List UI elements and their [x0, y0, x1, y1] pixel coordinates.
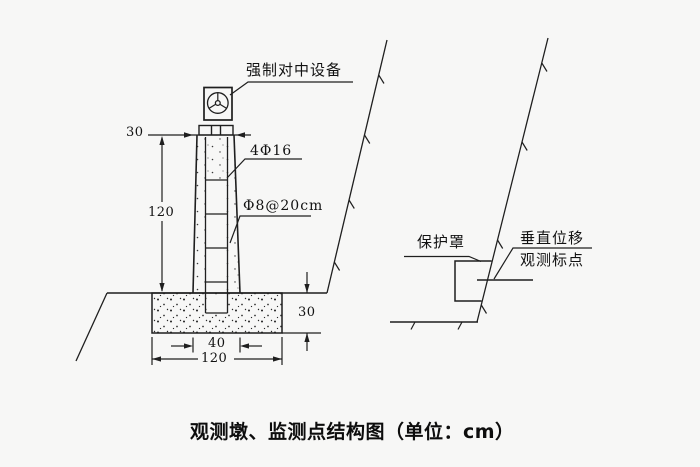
label-rebar-4phi16: 4Φ16 — [250, 143, 293, 159]
arrow-down — [304, 284, 310, 293]
arrow-right — [184, 132, 193, 138]
dim-text-pier-top-width: 30 — [126, 125, 144, 140]
hatch-tick — [333, 261, 341, 271]
protective-cover — [454, 260, 533, 302]
dim-text-pier-width: 40 — [208, 336, 226, 351]
arrow-right — [273, 356, 282, 362]
plate-rect — [198, 124, 234, 136]
hatch-tick — [521, 141, 528, 151]
hatch-tick — [378, 74, 385, 84]
label-forced-centering-device: 强制对中设备 — [246, 61, 343, 79]
tribrach-spoke — [208, 103, 217, 109]
protective-cover-box — [454, 260, 492, 302]
slope-hatch-ticks-right — [480, 62, 548, 314]
rebar-cage — [204, 137, 229, 314]
leader-rebar — [226, 158, 302, 179]
hatch-tick — [363, 134, 371, 144]
arrow-left — [236, 132, 245, 138]
dim-text-foundation-depth: 30 — [298, 305, 316, 320]
hatch-tick — [541, 62, 548, 72]
slope-cut-left — [75, 292, 108, 362]
arrow-down — [159, 283, 165, 292]
hatch-tick — [348, 199, 355, 209]
ground-tick — [457, 321, 463, 330]
hatch-tick — [480, 304, 488, 314]
arrow-left — [240, 343, 249, 349]
leader-lines — [226, 81, 592, 280]
label-vertical-displacement: 垂直位移 — [520, 229, 585, 247]
label-observation-mark: 观测标点 — [520, 251, 585, 269]
slope-line-right — [476, 37, 549, 323]
pier-edge-right — [233, 134, 241, 294]
dimension-arrows — [152, 132, 310, 362]
dim-text-pier-height: 120 — [148, 205, 175, 220]
leader-protective-cover — [404, 255, 482, 263]
label-protective-cover: 保护罩 — [417, 233, 466, 251]
label-stirrup-phi8-20cm: Φ8@20cm — [243, 198, 324, 214]
pier-outline — [192, 134, 241, 294]
arrow-left — [152, 356, 161, 362]
forced-centering-device-icon — [203, 86, 233, 121]
arrow-up — [304, 333, 310, 342]
slope-hatch-ticks-middle — [333, 74, 385, 271]
leader-stirrup — [229, 215, 311, 244]
dim-text-foundation-width: 120 — [201, 351, 228, 366]
tribrach-spoke — [219, 103, 227, 109]
tribrach-circle — [206, 92, 229, 114]
hatch-tick — [496, 239, 504, 249]
ground-tick — [410, 321, 416, 330]
drawing-caption: 观测墩、监测点结构图（单位：cm） — [190, 421, 515, 443]
arrow-right — [184, 343, 193, 349]
pier-edge-left — [192, 134, 198, 294]
ground-and-slopes — [75, 37, 549, 362]
arrow-up — [159, 136, 165, 145]
pier-cage-clear — [206, 183, 227, 292]
leader-observation-mark — [493, 247, 592, 280]
pier-top-plate — [198, 124, 234, 136]
leader-centering-device — [229, 81, 353, 96]
foundation-cage-clear — [206, 294, 227, 312]
slope-line-middle — [326, 39, 388, 294]
